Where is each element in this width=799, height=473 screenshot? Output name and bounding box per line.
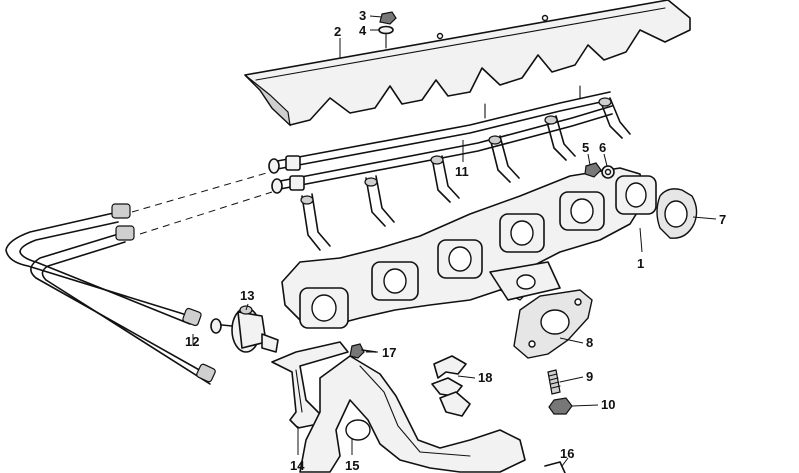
exhaust-pipe <box>299 355 526 473</box>
callout-12: 12 <box>185 334 199 349</box>
pipe-end <box>544 461 566 473</box>
callout-14: 14 <box>290 458 305 473</box>
manifold-flange-1 <box>299 287 349 329</box>
callout-7: 7 <box>719 212 726 227</box>
leader-lines <box>192 15 717 467</box>
injector-4 <box>488 135 520 183</box>
callout-8: 8 <box>586 335 593 350</box>
injector-1 <box>300 193 331 251</box>
pressure-regulator <box>210 305 279 353</box>
manifold-nut-washer <box>584 162 615 179</box>
callout-11: 11 <box>455 164 469 179</box>
callout-9: 9 <box>586 369 593 384</box>
bolt <box>349 343 377 359</box>
injector-3 <box>430 155 460 203</box>
exhaust-manifold <box>281 167 657 329</box>
fuel-lines <box>5 203 216 385</box>
manifold-flange-4 <box>499 213 545 253</box>
manifold-flange-2 <box>371 261 419 301</box>
injection-rail <box>268 85 613 194</box>
alignment-lines <box>131 171 273 235</box>
callout-3: 3 <box>359 8 366 23</box>
pipe-clamp <box>431 355 471 417</box>
callout-17: 17 <box>382 345 396 360</box>
injector-6 <box>598 97 631 139</box>
manifold-gasket <box>656 188 698 239</box>
injector-5 <box>544 115 576 161</box>
callout-15: 15 <box>345 458 359 473</box>
callout-18: 18 <box>478 370 492 385</box>
callout-5: 5 <box>582 140 589 155</box>
callout-10: 10 <box>601 397 615 412</box>
callout-2: 2 <box>334 24 341 39</box>
callout-1: 1 <box>637 256 644 271</box>
callout-13: 13 <box>240 288 254 303</box>
stud-nut <box>548 397 573 415</box>
manifold-flange-5 <box>559 191 605 231</box>
injector-2 <box>364 175 395 227</box>
heat-shield-cover <box>244 0 691 127</box>
callout-6: 6 <box>599 140 606 155</box>
manifold-flange-6 <box>615 175 657 215</box>
stud <box>547 369 561 395</box>
callouts: 1 2 3 4 5 6 7 8 9 10 11 12 13 14 15 16 1… <box>185 8 726 473</box>
manifold-flange-3 <box>437 239 483 279</box>
callout-16: 16 <box>560 446 574 461</box>
callout-4: 4 <box>359 23 367 38</box>
flange-gasket <box>513 289 593 359</box>
